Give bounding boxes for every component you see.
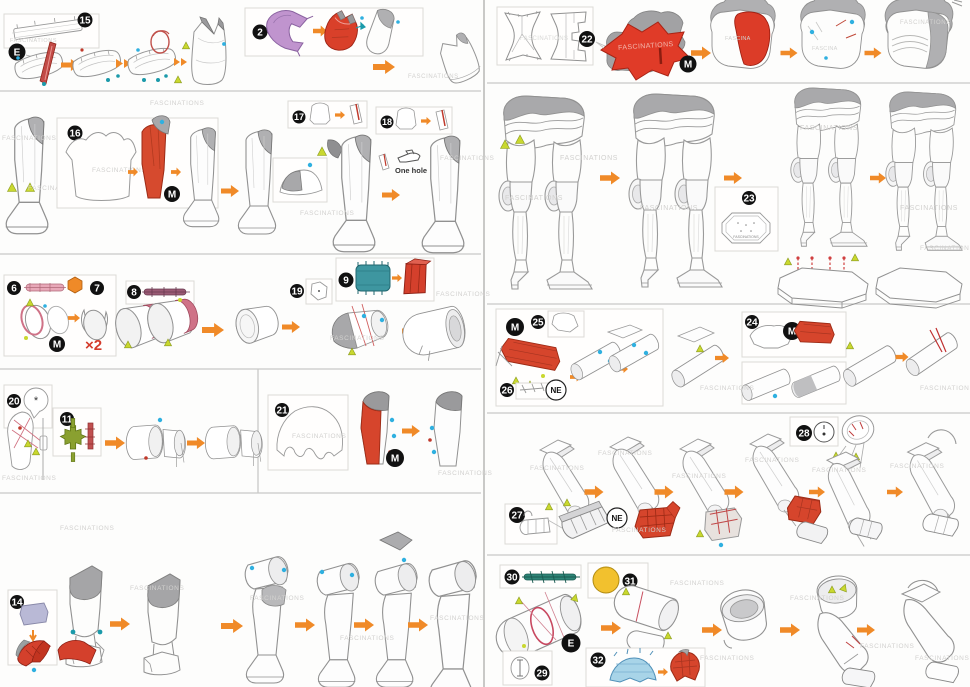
svg-text:30: 30 <box>506 573 518 584</box>
svg-text:FASCINATIONS: FASCINATIONS <box>150 100 204 107</box>
svg-text:31: 31 <box>624 577 636 588</box>
svg-text:FASCINATIONS: FASCINATIONS <box>438 470 492 477</box>
svg-text:32: 32 <box>592 656 604 667</box>
svg-text:20: 20 <box>8 397 20 408</box>
svg-text:21: 21 <box>276 406 288 417</box>
svg-text:26: 26 <box>501 386 513 397</box>
svg-text:×2: ×2 <box>85 337 102 354</box>
svg-text:8: 8 <box>131 288 137 299</box>
svg-text:FASCINATIONS: FASCINATIONS <box>340 635 394 642</box>
svg-text:FASCINATIONS: FASCINATIONS <box>60 525 114 532</box>
svg-text:28: 28 <box>798 429 810 440</box>
svg-text:6: 6 <box>11 284 17 295</box>
svg-text:FASCINATIONS: FASCINATIONS <box>733 235 759 239</box>
svg-text:FASCINATIONS: FASCINATIONS <box>612 527 666 534</box>
svg-text:11: 11 <box>62 415 73 426</box>
svg-text:M: M <box>511 323 519 334</box>
svg-text:FASCINATIONS: FASCINATIONS <box>860 643 914 650</box>
svg-text:FASCINATIONS: FASCINATIONS <box>2 475 56 482</box>
svg-text:2: 2 <box>257 28 263 39</box>
svg-text:FASCINATIONS: FASCINATIONS <box>900 205 958 212</box>
svg-text:9: 9 <box>343 276 349 287</box>
svg-text:E: E <box>568 639 575 650</box>
svg-text:FASCINATIONS: FASCINATIONS <box>700 385 754 392</box>
svg-text:FASCINATIONS: FASCINATIONS <box>670 580 724 587</box>
svg-text:27: 27 <box>511 511 523 522</box>
svg-text:17: 17 <box>294 112 304 122</box>
svg-text:NE: NE <box>550 386 562 395</box>
svg-text:FASCINATIONS: FASCINATIONS <box>800 125 858 132</box>
svg-text:FASCINATIONS: FASCINATIONS <box>330 335 384 342</box>
svg-text:14: 14 <box>11 598 23 609</box>
svg-text:FASCINATIONS: FASCINATIONS <box>915 655 969 662</box>
svg-text:FASCINATIONS: FASCINATIONS <box>436 291 490 298</box>
svg-text:FASCINATIONS: FASCINATIONS <box>745 457 799 464</box>
svg-text:18: 18 <box>382 117 392 127</box>
svg-text:M: M <box>53 340 61 351</box>
svg-text:15: 15 <box>79 16 91 27</box>
svg-text:25: 25 <box>532 318 544 329</box>
svg-text:FASCINATIONS: FASCINATIONS <box>10 38 57 44</box>
svg-text:One hole: One hole <box>395 166 427 175</box>
svg-text:FASCINATIONS: FASCINATIONS <box>920 385 970 392</box>
svg-text:FASCINATIONS: FASCINATIONS <box>520 36 568 42</box>
svg-text:M: M <box>684 60 692 71</box>
svg-text:M: M <box>391 454 399 465</box>
svg-text:23: 23 <box>743 194 755 205</box>
svg-text:FASCINATIONS: FASCINATIONS <box>408 74 459 80</box>
svg-text:22: 22 <box>581 35 593 46</box>
svg-text:FASCINATIONS: FASCINATIONS <box>900 20 951 26</box>
svg-text:FASCINATIONS: FASCINATIONS <box>28 185 82 192</box>
svg-text:FASCINATIONS: FASCINATIONS <box>700 655 754 662</box>
svg-text:19: 19 <box>291 287 303 298</box>
svg-text:7: 7 <box>94 284 100 295</box>
svg-text:FASCINATIONS: FASCINATIONS <box>812 467 866 474</box>
svg-text:FASCINATIONS: FASCINATIONS <box>292 433 346 440</box>
svg-text:FASCINATIONS: FASCINATIONS <box>640 205 698 212</box>
svg-text:FASCINATIONS: FASCINATIONS <box>598 450 652 457</box>
svg-text:FASCINATIONS: FASCINATIONS <box>440 155 494 162</box>
svg-text:FASCINA: FASCINA <box>725 36 751 42</box>
svg-text:FASCINATIONS: FASCINATIONS <box>790 595 844 602</box>
svg-text:29: 29 <box>536 669 548 680</box>
svg-text:M: M <box>788 327 796 338</box>
svg-text:24: 24 <box>746 318 758 329</box>
svg-text:FASCINATIONS: FASCINATIONS <box>618 41 674 52</box>
svg-text:FASCINATIONS: FASCINATIONS <box>2 135 56 142</box>
svg-text:FASCINATIONS: FASCINATIONS <box>560 155 618 162</box>
svg-text:FASCINATIONS: FASCINATIONS <box>505 195 563 202</box>
svg-text:E: E <box>14 48 21 59</box>
svg-text:NE: NE <box>611 514 623 523</box>
svg-text:FASCINATIONS: FASCINATIONS <box>130 585 184 592</box>
svg-text:FASCINATIONS: FASCINATIONS <box>430 615 484 622</box>
svg-text:M: M <box>168 190 176 201</box>
svg-text:*: * <box>34 395 39 407</box>
svg-text:FASCINATIONS: FASCINATIONS <box>672 473 726 480</box>
svg-text:FASCINA: FASCINA <box>812 46 838 52</box>
svg-text:16: 16 <box>69 129 81 140</box>
svg-text:FASCINATIONS: FASCINATIONS <box>920 245 970 252</box>
svg-text:FASCINATIONS: FASCINATIONS <box>530 465 584 472</box>
svg-text:FASCINATIONS: FASCINATIONS <box>250 595 304 602</box>
svg-text:FASCINATIONS: FASCINATIONS <box>890 463 944 470</box>
svg-text:FASCINATIONS: FASCINATIONS <box>300 210 354 217</box>
svg-text:FASCINATIONS: FASCINATIONS <box>92 167 146 174</box>
